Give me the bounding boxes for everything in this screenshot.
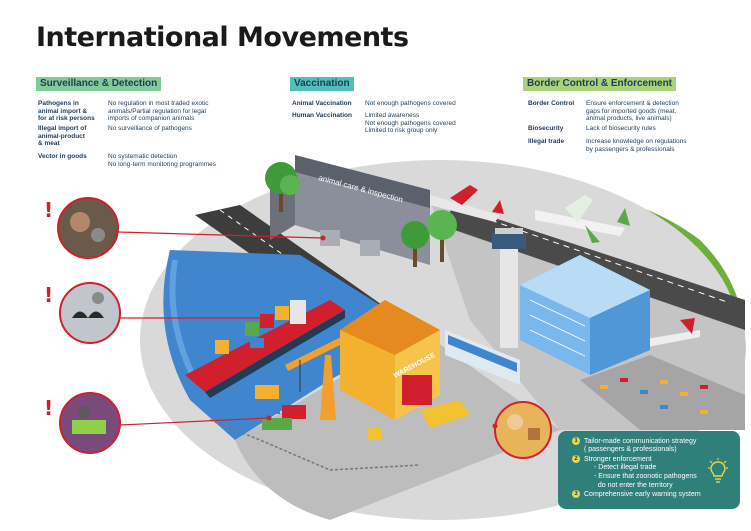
row-value: Ensure enforcement & detection gaps for … <box>586 100 679 122</box>
border-heading: Border Control & Enforcement <box>523 77 677 91</box>
warehouse <box>340 300 440 420</box>
row-label: Pathogens in animal import & for at risk… <box>38 100 95 122</box>
row-label: Border Control <box>528 100 575 107</box>
airport-terminal <box>520 255 650 375</box>
row-label: Illegal import of animal-product & meat <box>38 125 87 147</box>
connector-line <box>117 231 323 239</box>
row-label: Animal Vaccination <box>292 100 352 107</box>
recommendation-sub-item: - Ensure that zoonotic pathogens <box>594 473 697 481</box>
airplane <box>640 318 700 348</box>
recommendation-sub-item: do not enter the territory <box>594 481 673 489</box>
inspection-circle-pets <box>57 197 119 259</box>
airplane <box>535 195 630 243</box>
lightbulb-icon <box>708 458 728 483</box>
recommendation-sub-item: - Detect illegal trade <box>594 464 657 472</box>
parking-lot <box>580 355 745 430</box>
row-value: Not enough pathogens covered <box>365 100 456 107</box>
alert-icon: ! <box>44 283 54 307</box>
crane <box>285 330 358 420</box>
row-value: No surveillance of pathogens <box>108 125 192 132</box>
tree <box>401 221 429 267</box>
tree <box>265 162 300 212</box>
row-value: No systematic detection No long-term mon… <box>108 153 217 168</box>
inspection-circle-passengers <box>494 401 552 459</box>
row-label: Human Vaccination <box>292 112 352 119</box>
cargo-ship <box>185 300 345 398</box>
vaccination-heading: Vaccination <box>290 77 354 91</box>
container-stack <box>250 385 306 430</box>
tree <box>427 210 457 262</box>
bus <box>445 330 520 385</box>
row-value: No regulation in most traded exotic anim… <box>108 100 209 122</box>
quay <box>235 330 560 520</box>
surveillance-heading: Surveillance & Detection <box>36 77 162 91</box>
forklift <box>368 428 382 440</box>
inspection-circle-goods <box>59 392 121 454</box>
alert-icon: ! <box>44 396 54 420</box>
recommendation-item-detail: ( passengers & professionals) <box>584 446 677 454</box>
connector-line <box>119 417 269 426</box>
row-value: Limited awareness Not enough pathogens c… <box>365 112 456 134</box>
row-value: Lack of biosecurity rules <box>586 125 656 132</box>
row-label: Illegal trade <box>528 138 565 145</box>
inspection-circle-bats <box>59 282 121 344</box>
fence <box>209 419 421 471</box>
control-tower <box>492 228 526 348</box>
row-value: Increase knowledge on regulations by pas… <box>586 138 687 153</box>
row-label: Vector in goods <box>38 153 87 160</box>
page-title: International Movements <box>36 22 409 53</box>
delivery-van <box>420 400 470 428</box>
airplane <box>430 185 504 222</box>
alert-icon: ! <box>44 198 54 222</box>
row-label: Biosecurity <box>528 125 564 132</box>
